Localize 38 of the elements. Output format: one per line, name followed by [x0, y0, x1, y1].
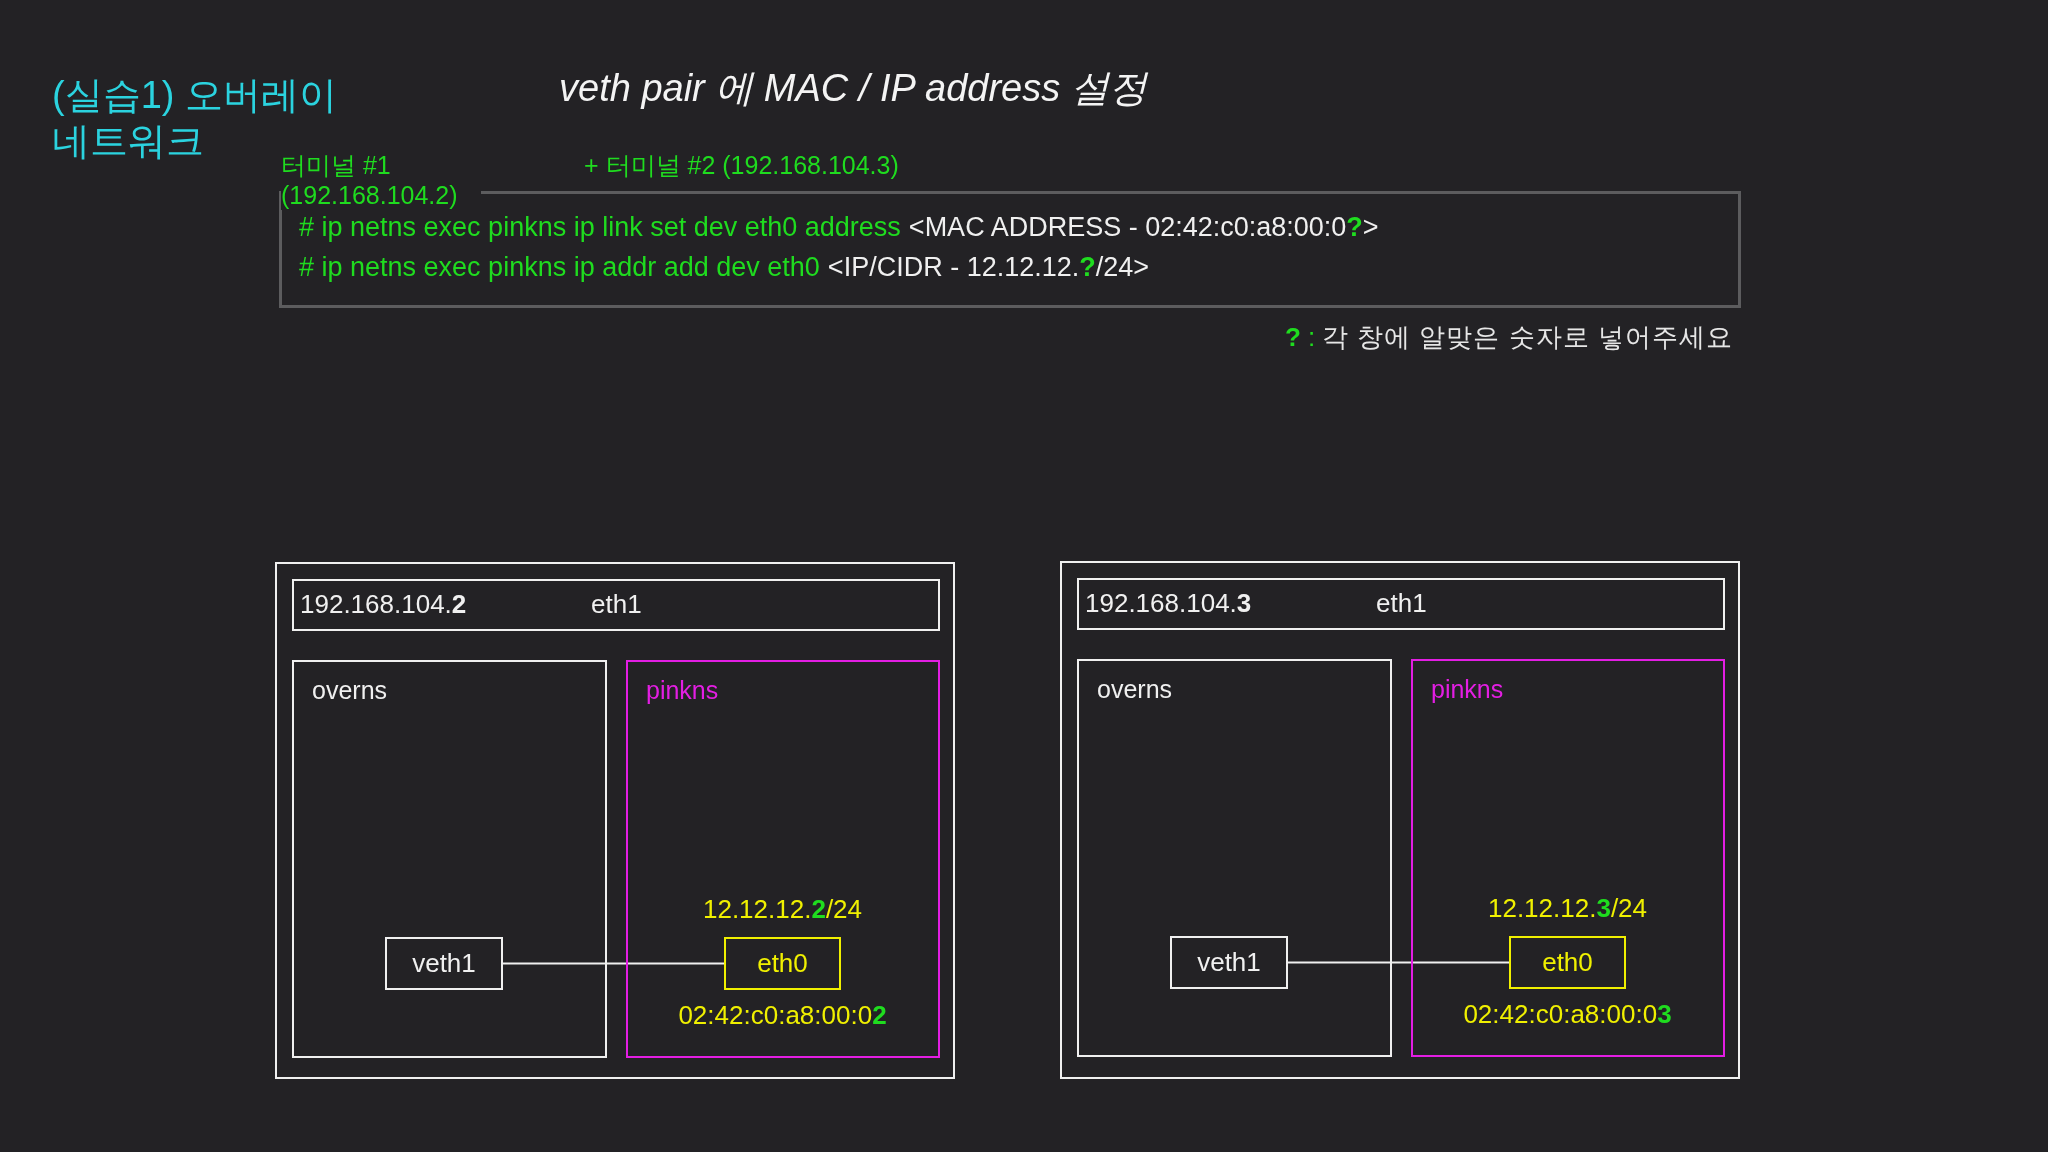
link-line: [502, 962, 725, 965]
interface-name: eth1: [591, 589, 642, 621]
namespace-name: overns: [1097, 674, 1173, 704]
host-box: [275, 562, 955, 1079]
namespace-name: overns: [312, 675, 388, 705]
interface-name: eth0: [1542, 946, 1593, 979]
link-line: [1287, 961, 1510, 964]
command-text: # ip netns exec pinkns ip addr add dev eth0: [299, 251, 820, 284]
namespace-box: [1411, 659, 1725, 1057]
command-argument: <MAC ADDRESS - 02:42:c0:a8:00:0?>: [908, 211, 1379, 244]
mac-address: 02:42:c0:a8:00:02: [678, 1000, 887, 1032]
interface-name: eth0: [757, 947, 808, 980]
ip-address: 12.12.12.3/24: [1487, 893, 1648, 925]
interface-name: veth1: [1197, 946, 1261, 979]
command-argument: <IP/CIDR - 12.12.12.?/24>: [827, 251, 1150, 284]
interface-name: veth1: [412, 947, 476, 980]
placeholder-marker: ? :: [1285, 322, 1316, 354]
interface-box: [385, 937, 503, 990]
interface-box: [724, 937, 841, 990]
host-box: [1060, 561, 1740, 1079]
namespace-box: [1077, 659, 1392, 1057]
instruction-note: 각 창에 알맞은 숫자로 넣어주세요: [1322, 322, 1733, 354]
interface-name: eth1: [1376, 588, 1427, 620]
interface-box: [1509, 936, 1626, 989]
interface-bar: [292, 579, 940, 631]
namespace-box: [292, 660, 607, 1058]
namespace-name: pinkns: [646, 675, 719, 705]
interface-bar: [1077, 578, 1725, 630]
ip-address: 192.168.104.3: [1085, 588, 1252, 620]
interface-box: [1170, 936, 1288, 989]
slide-title: veth pair 에 MAC / IP address 설정: [559, 66, 1147, 111]
terminal-label: + 터미널 #2 (192.168.104.3): [584, 150, 899, 180]
mac-address: 02:42:c0:a8:00:03: [1463, 999, 1672, 1031]
namespace-box: [626, 660, 940, 1058]
namespace-name: pinkns: [1431, 674, 1504, 704]
command-text: # ip netns exec pinkns ip link set dev eth0 address: [299, 211, 901, 244]
ip-address: 192.168.104.2: [300, 589, 467, 621]
ip-address: 12.12.12.2/24: [702, 894, 863, 926]
